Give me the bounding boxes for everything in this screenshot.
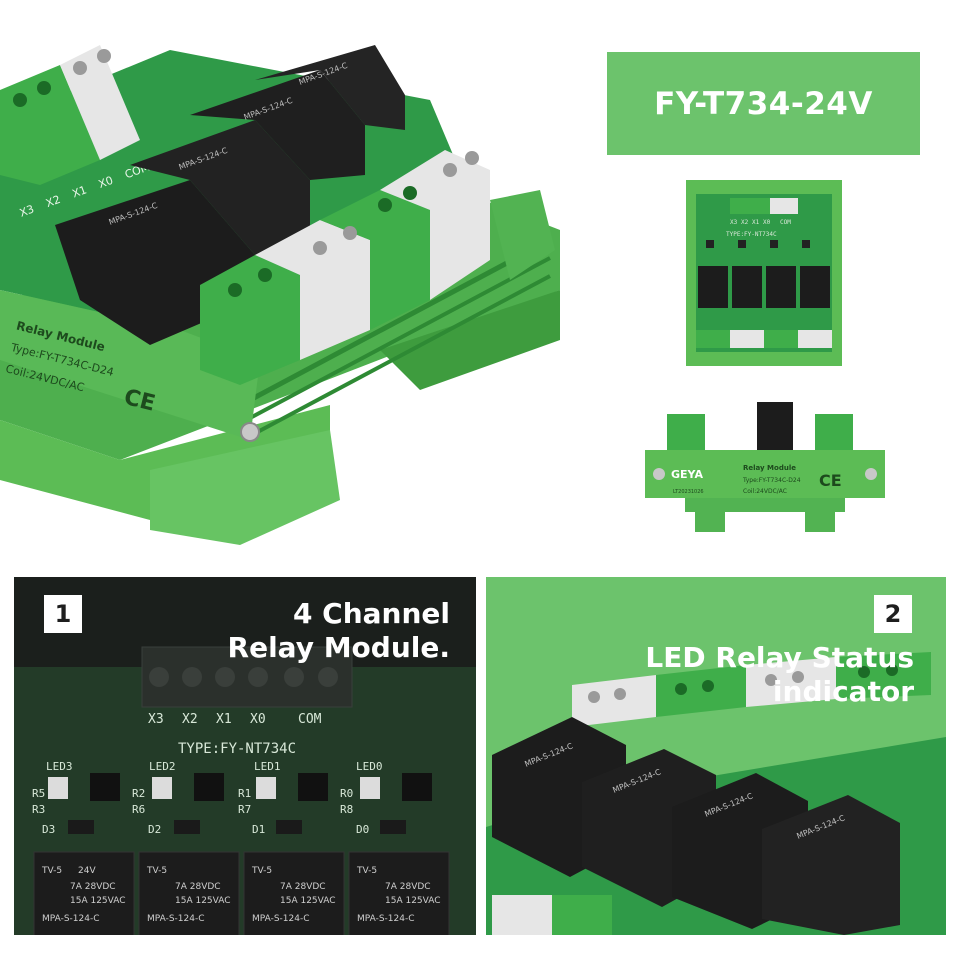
f1-relay3-spec2: 15A 125VAC: [280, 896, 336, 906]
main-terminal-x3: X3: [18, 202, 36, 219]
feature1-caption: 4 Channel Relay Module.: [150, 597, 450, 665]
f1-relay1-tv: TV-5: [41, 866, 62, 876]
f1-r0-label: R0: [340, 787, 353, 800]
f1-relay4-spec1: 7A 28VDC: [385, 882, 431, 892]
front-terminal-x0: X0: [763, 219, 771, 226]
main-terminal-x1: X1: [70, 183, 88, 200]
f1-d1-label: D1: [252, 823, 265, 836]
f1-r1-label: R1: [238, 787, 251, 800]
front-terminal-x2: X2: [741, 219, 749, 226]
model-title-badge: FY-T734-24V: [607, 52, 920, 155]
f1-relay4-spec2: 15A 125VAC: [385, 896, 441, 906]
side-label-line1: Relay Module: [743, 464, 796, 472]
f1-d2-label: D2: [148, 823, 161, 836]
front-terminal-com: COM: [780, 219, 791, 226]
f1-relay1-spec2: 15A 125VAC: [70, 896, 126, 906]
side-serial: LT20231026: [673, 489, 704, 495]
f1-terminal-com: COM: [298, 712, 322, 727]
front-view-illustration: X3 X2 X1 X0 COM TYPE:FY-NT734C: [686, 180, 842, 366]
model-title: FY-T734-24V: [654, 85, 873, 122]
f1-terminal-x0: X0: [250, 712, 266, 727]
f1-relay4-tv: TV-5: [356, 866, 377, 876]
f1-terminal-x3: X3: [148, 712, 164, 727]
f1-terminal-x1: X1: [216, 712, 232, 727]
f1-led3-label: LED3: [46, 760, 73, 773]
feature1-number: 1: [54, 600, 72, 628]
relay-module-illustration: Relay Module Type:FY-T734C-D24 Coil:24VD…: [0, 45, 560, 545]
side-ce-mark: CE: [819, 471, 842, 490]
f1-r5-label: R5: [32, 787, 45, 800]
f1-relay2-spec1: 7A 28VDC: [175, 882, 221, 892]
f1-d3-label: D3: [42, 823, 55, 836]
front-terminal-x3: X3: [730, 219, 738, 226]
feature-panel-1: X3 X2 X1 X0 COM TYPE:FY-NT734C LED3 LED2…: [14, 577, 476, 935]
relay-status-illustration: MPA-S-124-C MPA-S-124-C MPA-S-124-C MPA-…: [486, 652, 946, 935]
screw-icon: [240, 422, 260, 442]
f1-relay2-tv: TV-5: [146, 866, 167, 876]
pcb-closeup-illustration: X3 X2 X1 X0 COM TYPE:FY-NT734C LED3 LED2…: [14, 577, 476, 935]
main-terminal-x0: X0: [97, 174, 115, 191]
feature2-number: 2: [884, 600, 902, 628]
feature2-number-badge: 2: [874, 595, 912, 633]
f1-terminal-x2: X2: [182, 712, 198, 727]
f1-d0-label: D0: [356, 823, 369, 836]
f1-r8-label: R8: [340, 803, 353, 816]
side-brand: GEYA: [671, 468, 703, 481]
front-board-type: TYPE:FY-NT734C: [726, 231, 777, 238]
side-view-photo: GEYA Relay Module Type:FY-T734C-D24 Coil…: [645, 400, 885, 546]
main-product-photo: Relay Module Type:FY-T734C-D24 Coil:24VD…: [0, 0, 600, 560]
feature-panel-2: MPA-S-124-C MPA-S-124-C MPA-S-124-C MPA-…: [486, 577, 946, 935]
f1-relay3-tv: TV-5: [251, 866, 272, 876]
feature1-caption-line2: Relay Module.: [227, 631, 450, 664]
f1-relay1-coil: 24V: [78, 866, 96, 876]
f1-relay2-model: MPA-S-124-C: [147, 914, 205, 924]
front-terminal-x1: X1: [752, 219, 760, 226]
f1-led2-label: LED2: [149, 760, 176, 773]
f1-relay1-spec1: 7A 28VDC: [70, 882, 116, 892]
feature2-caption-line2: indicator: [772, 675, 914, 708]
f1-relay1-model: MPA-S-124-C: [42, 914, 100, 924]
f1-r7-label: R7: [238, 803, 251, 816]
side-view-illustration: GEYA Relay Module Type:FY-T734C-D24 Coil…: [645, 402, 885, 532]
f1-r2-label: R2: [132, 787, 145, 800]
f1-led1-label: LED1: [254, 760, 281, 773]
feature1-caption-line1: 4 Channel: [292, 597, 450, 630]
f1-board-type: TYPE:FY-NT734C: [178, 741, 296, 757]
f1-relay3-model: MPA-S-124-C: [252, 914, 310, 924]
f1-r3-label: R3: [32, 803, 45, 816]
feature2-caption-line1: LED Relay Status: [645, 641, 914, 674]
f1-led0-label: LED0: [356, 760, 383, 773]
side-label-line2: Type:FY-T734C-D24: [742, 477, 801, 484]
f1-relay3-spec1: 7A 28VDC: [280, 882, 326, 892]
feature1-number-badge: 1: [44, 595, 82, 633]
feature2-caption: LED Relay Status indicator: [514, 641, 914, 709]
main-terminal-x2: X2: [44, 193, 62, 210]
f1-r6-label: R6: [132, 803, 145, 816]
front-view-photo: X3 X2 X1 X0 COM TYPE:FY-NT734C: [686, 180, 842, 366]
f1-relay4-model: MPA-S-124-C: [357, 914, 415, 924]
side-label-line3: Coil:24VDC/AC: [743, 488, 787, 495]
f1-relay2-spec2: 15A 125VAC: [175, 896, 231, 906]
